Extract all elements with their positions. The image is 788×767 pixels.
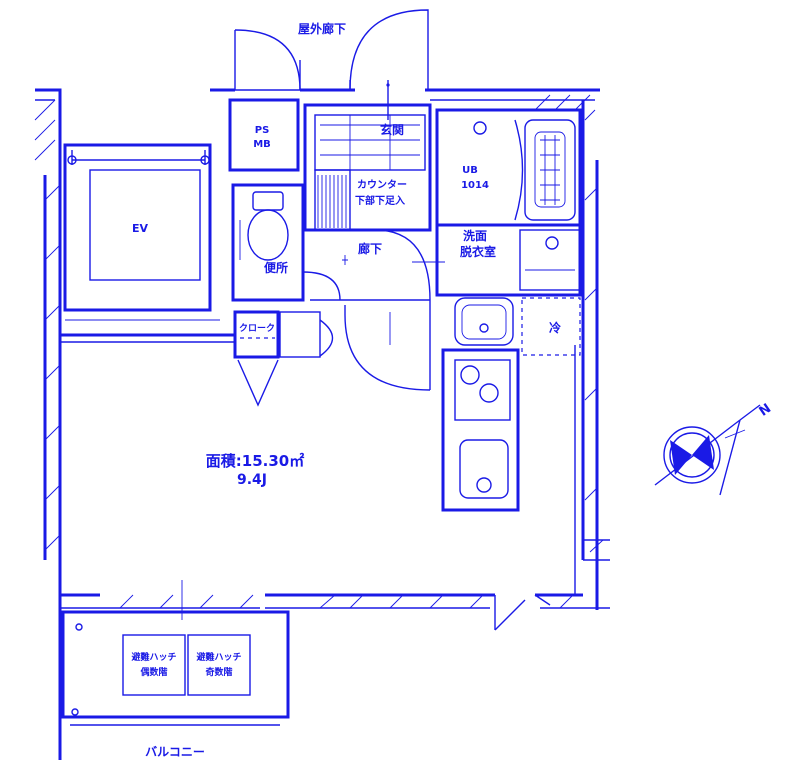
- label-hallway: 廊下: [358, 241, 382, 256]
- label-ps: PS: [255, 125, 270, 136]
- entrance-area: [303, 103, 432, 232]
- label-entrance: 玄関: [380, 122, 404, 137]
- label-area: 面積:15.30㎡: [206, 452, 304, 470]
- label-counter: カウンター: [357, 179, 407, 191]
- corridor-doors: [234, 9, 429, 120]
- label-washroom-line2: 脱衣室: [460, 244, 496, 259]
- label-outdoor-corridor: 屋外廊下: [298, 21, 346, 36]
- north-compass: [654, 404, 761, 496]
- label-shoe-storage: 下部下足入: [355, 194, 405, 207]
- balcony-door: [494, 594, 551, 631]
- label-fridge: 冷: [549, 320, 561, 335]
- unit-bath: [435, 108, 582, 227]
- hallway: [310, 229, 445, 301]
- label-balcony: バルコニー: [145, 745, 205, 759]
- label-north: N: [757, 401, 775, 420]
- kitchen: [441, 348, 520, 512]
- balcony: [61, 610, 290, 726]
- label-ev: EV: [132, 222, 149, 235]
- label-hatch-right-line2: 奇数階: [205, 666, 232, 678]
- label-hatch-left-line2: 偶数階: [140, 666, 167, 678]
- label-mb: MB: [253, 139, 271, 150]
- main-room: [60, 333, 576, 620]
- toilet-room: [231, 183, 341, 302]
- labels: 屋外廊下 PS MB 玄関 UB 1014 カウンター 下部下足入 EV 便所 …: [131, 21, 774, 759]
- wall-hatching: [34, 94, 604, 609]
- washroom: [435, 223, 582, 346]
- label-room-size: 9.4J: [237, 472, 267, 488]
- label-hatch-right-line1: 避難ハッチ: [196, 651, 241, 663]
- elevator-shaft: [63, 143, 220, 321]
- exterior-walls: [35, 88, 610, 760]
- label-toilet: 便所: [264, 260, 288, 275]
- label-closet: クローク: [239, 323, 275, 334]
- room-door: [344, 300, 431, 391]
- label-washroom-line1: 洗面: [463, 228, 487, 243]
- label-hatch-left-line1: 避難ハッチ: [131, 651, 176, 663]
- label-ub-size: 1014: [461, 180, 489, 191]
- fridge-space: [521, 297, 581, 356]
- ps-mb-shaft: [228, 98, 300, 172]
- label-ub: UB: [462, 165, 478, 176]
